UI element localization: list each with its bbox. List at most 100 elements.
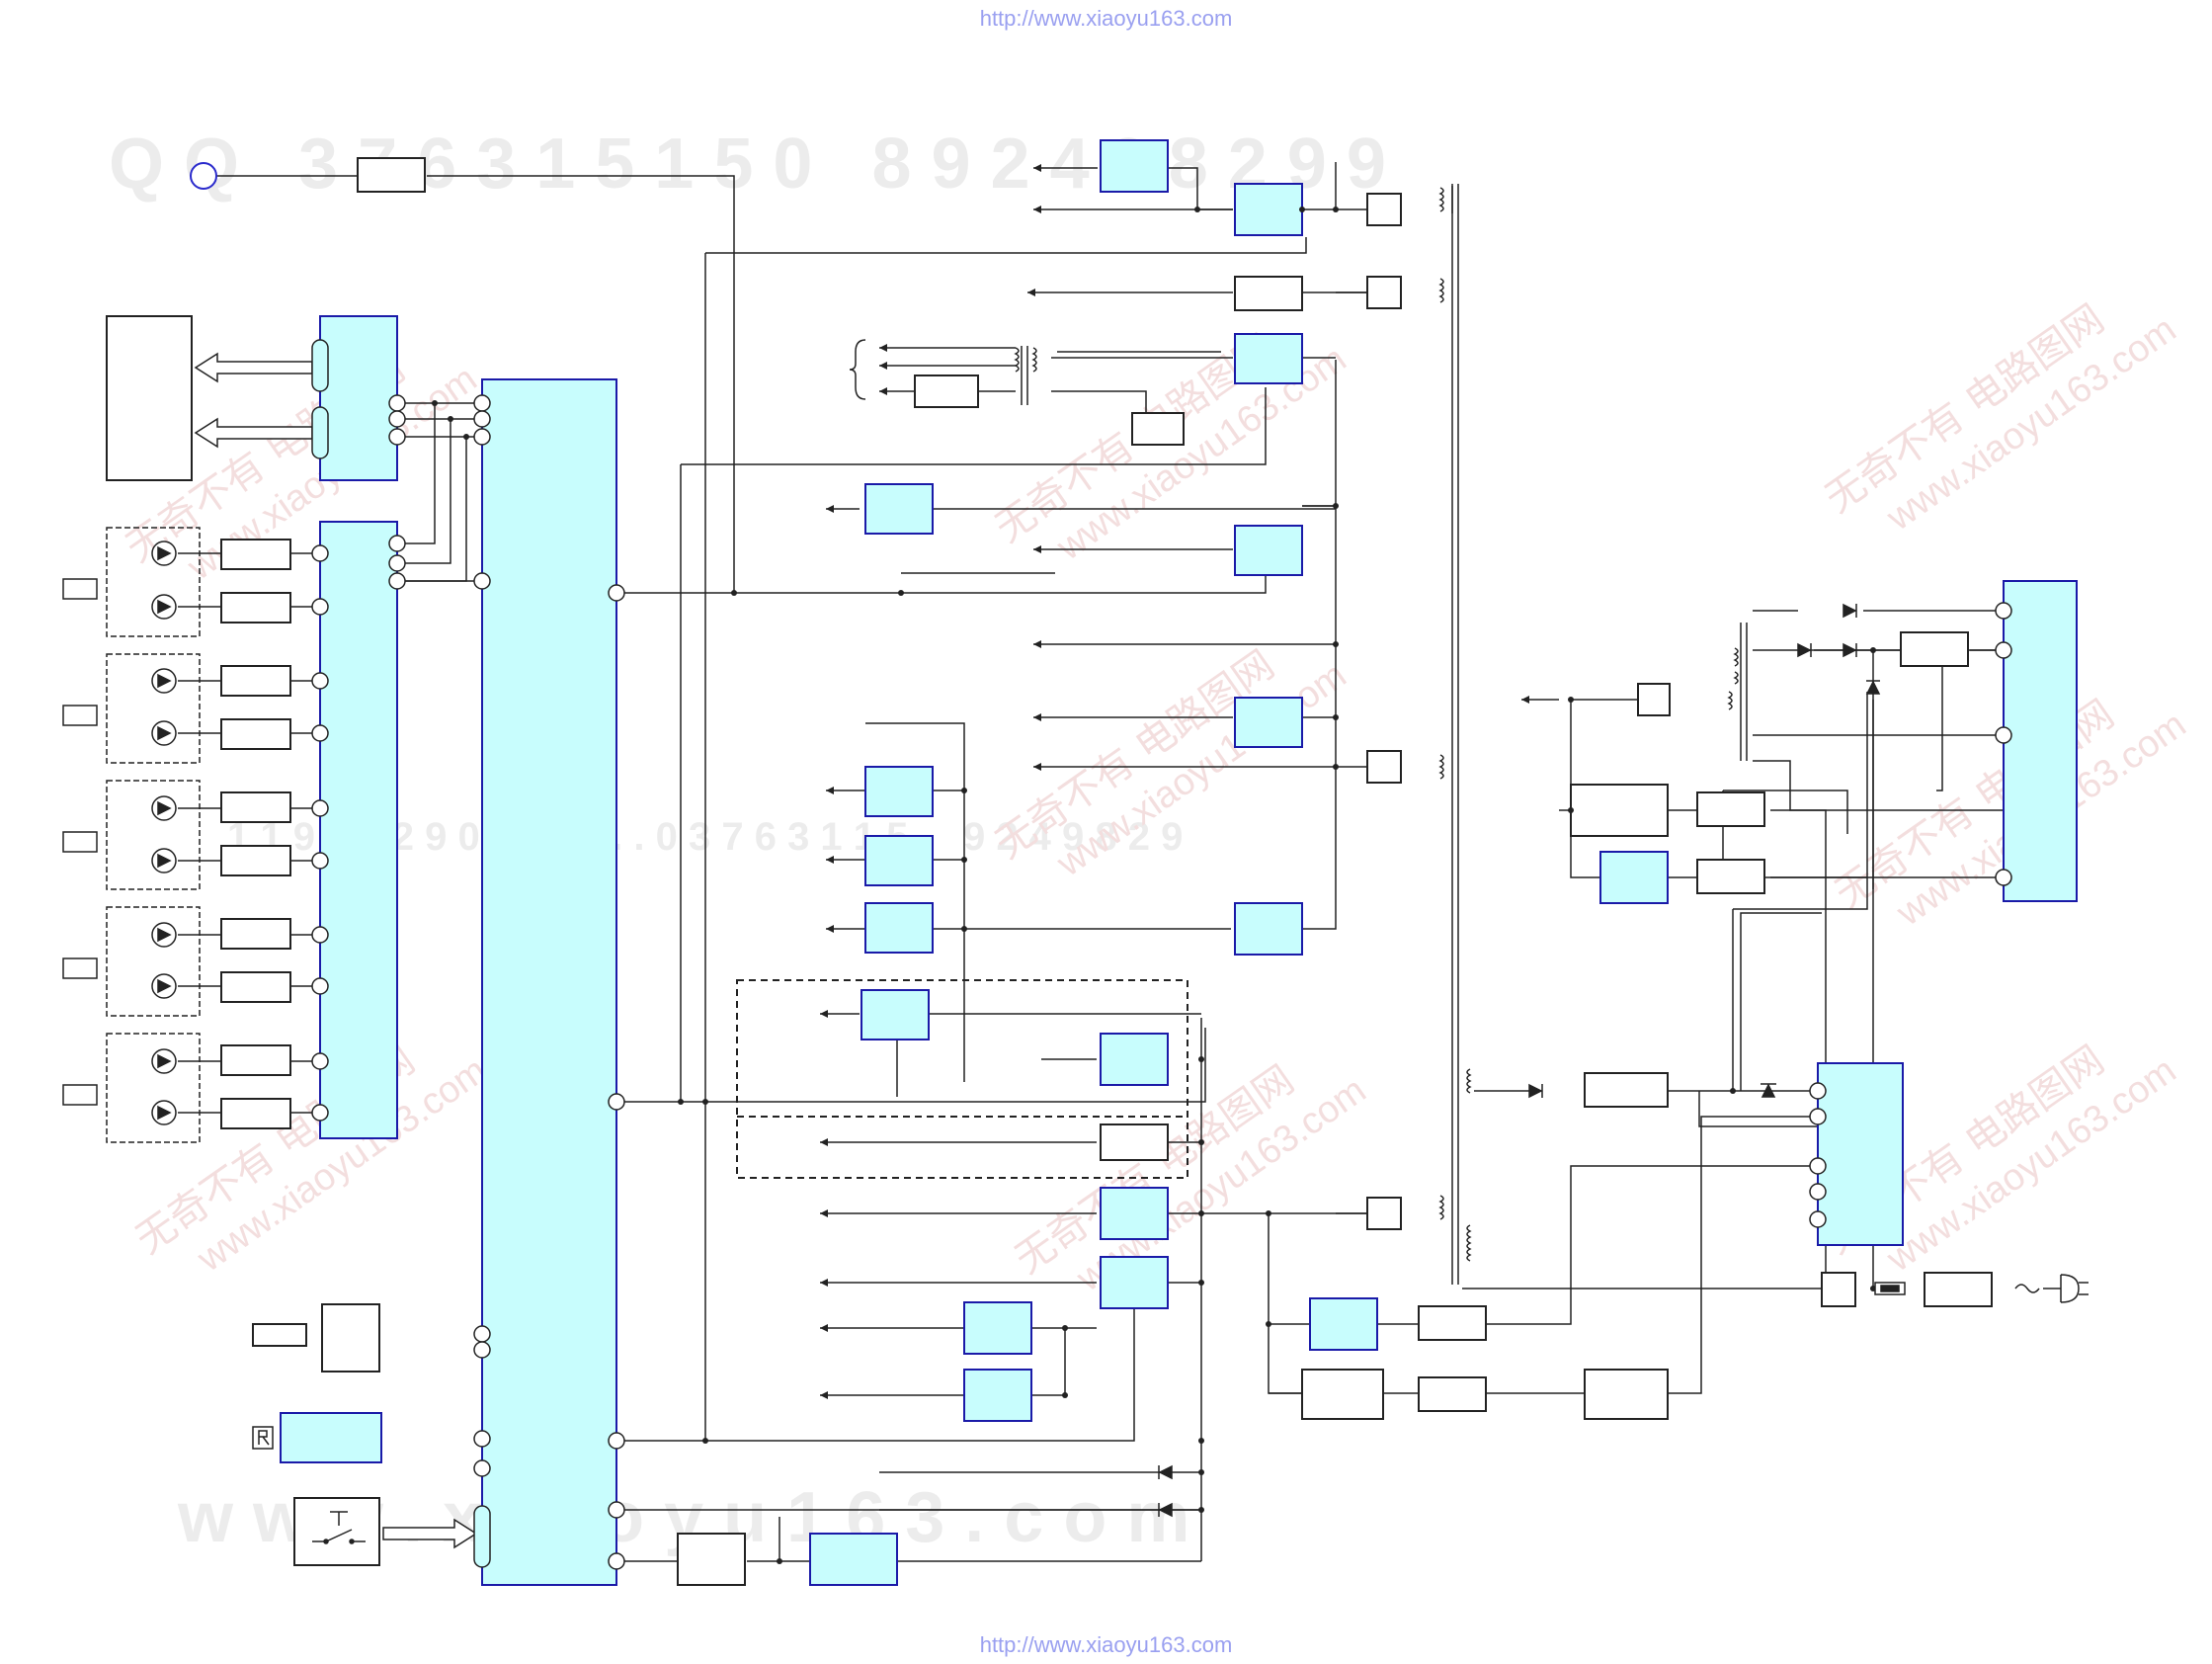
regulator-dashed-2 [1100, 1033, 1169, 1086]
watermark-layer: Q Q 3 7 6 3 1 5 1 5 0 8 9 2 4 9 8 2 9 9 … [109, 125, 2193, 1557]
power-control-ic [2003, 580, 2078, 902]
regulator-right-low [1309, 1297, 1378, 1351]
dashed-subsystem-outline [736, 979, 1188, 1179]
rect-block-mid [1584, 1072, 1669, 1108]
input-jack-icon [190, 162, 217, 190]
led-icon [151, 541, 177, 566]
led-icon [151, 668, 177, 694]
remote-icon [252, 1426, 274, 1450]
regulator-low-1 [1100, 1187, 1169, 1240]
footer-url[interactable]: http://www.xiaoyu163.com [979, 1632, 1233, 1657]
audio-transformer [1014, 346, 1037, 405]
diode-icon [1528, 1083, 1543, 1099]
led-icon [151, 795, 177, 821]
small-box-3 [1366, 750, 1402, 784]
relay-block-2 [1301, 1369, 1384, 1420]
regulator-mid-2 [1234, 525, 1303, 576]
regulator-low-3 [963, 1301, 1032, 1355]
small-box-2 [1366, 276, 1402, 309]
regulator-audio [1234, 333, 1303, 384]
top-fuse-block [357, 157, 426, 193]
led-icon [151, 973, 177, 999]
led-label-boxes [62, 578, 98, 1106]
psu-transformer [1727, 623, 1748, 761]
coil-icon [1466, 1068, 1472, 1094]
coil-icon [1438, 278, 1444, 303]
regulator-dashed-1 [860, 989, 930, 1040]
pin-circles [190, 162, 2012, 1570]
regulator-mid-3 [1234, 697, 1303, 748]
regulator-stack-3 [864, 902, 934, 954]
audio-out-block [914, 374, 979, 408]
bracket-icon [849, 339, 866, 400]
remote-receiver-block [280, 1412, 382, 1463]
wires [178, 162, 2061, 1562]
regulator-bottom [809, 1533, 898, 1586]
regulator-low-4 [963, 1369, 1032, 1422]
mains-filter-block [1924, 1272, 1993, 1307]
opto-block-1 [1696, 791, 1765, 827]
ac-plug-icon [2014, 1274, 2089, 1303]
dashed-inner-block [1100, 1123, 1169, 1161]
relay-block-4 [1584, 1369, 1669, 1420]
rectifier-out-block [1900, 631, 1969, 667]
led-icon [151, 848, 177, 874]
relay-block-3 [1418, 1376, 1487, 1412]
led-icon [151, 1048, 177, 1074]
switch-icon [312, 1511, 366, 1544]
mains-switch-box [1821, 1272, 1856, 1307]
standby-control-ic [1817, 1062, 1904, 1246]
opto-block-2 [1696, 859, 1765, 894]
regulator-mid-4 [1234, 902, 1303, 956]
regulator-top-1 [1100, 139, 1169, 193]
coil-icon [1438, 186, 1453, 213]
feedback-box [1637, 683, 1671, 716]
main-ic-block [481, 378, 617, 1586]
zener-icon [1761, 1083, 1776, 1098]
white-blocks [106, 157, 1993, 1586]
regulator-right-mid [1599, 851, 1669, 904]
relay-block-1 [1418, 1305, 1487, 1341]
display-driver-block [319, 315, 398, 481]
diode-icon [1843, 603, 1857, 619]
led-driver-block [319, 521, 398, 1139]
diode-icon [1843, 642, 1857, 658]
small-box-1 [1366, 193, 1402, 226]
regulator-stack-1 [864, 766, 934, 817]
led-icons [151, 541, 177, 1125]
small-box-4 [1366, 1197, 1402, 1230]
left-arrow-icon [194, 417, 313, 449]
connector-pills [311, 339, 491, 1568]
diode-icon [1797, 642, 1812, 658]
coil-icon [1438, 754, 1444, 780]
watermark-qq-row: Q Q 3 7 6 3 1 5 1 5 0 8 9 2 4 9 8 2 9 9 [109, 125, 1386, 204]
display-arrows [194, 352, 478, 1549]
diode-icon [1158, 1464, 1173, 1480]
cyan-blocks [280, 139, 2078, 1586]
transistor-block-1 [1234, 276, 1303, 311]
right-arrow-icon [382, 1518, 478, 1549]
ir-label-box [252, 1323, 307, 1347]
bottom-chip [677, 1533, 746, 1586]
display-panel [106, 315, 193, 481]
coil-icon [1438, 1195, 1444, 1220]
regulator-stack-2 [864, 835, 934, 886]
arrowheads [820, 164, 1529, 1399]
coil-icon [1466, 1224, 1472, 1262]
left-arrow-icon [194, 352, 313, 383]
fuse-icon [1874, 1282, 1906, 1295]
regulator-top-2 [1234, 183, 1303, 236]
diode-icon [1158, 1502, 1173, 1518]
diode-icon [1865, 680, 1881, 695]
transformer-coils [849, 184, 1748, 1285]
switch-block [293, 1497, 380, 1566]
header-url[interactable]: http://www.xiaoyu163.com [979, 6, 1233, 31]
regulator-low-2 [1100, 1256, 1169, 1309]
led-icon [151, 594, 177, 620]
led-icon [151, 922, 177, 948]
led-groups [106, 527, 201, 1143]
led-resistors [220, 539, 291, 1129]
audio-sub-block [1131, 412, 1185, 446]
regulator-mid-1 [864, 483, 934, 535]
